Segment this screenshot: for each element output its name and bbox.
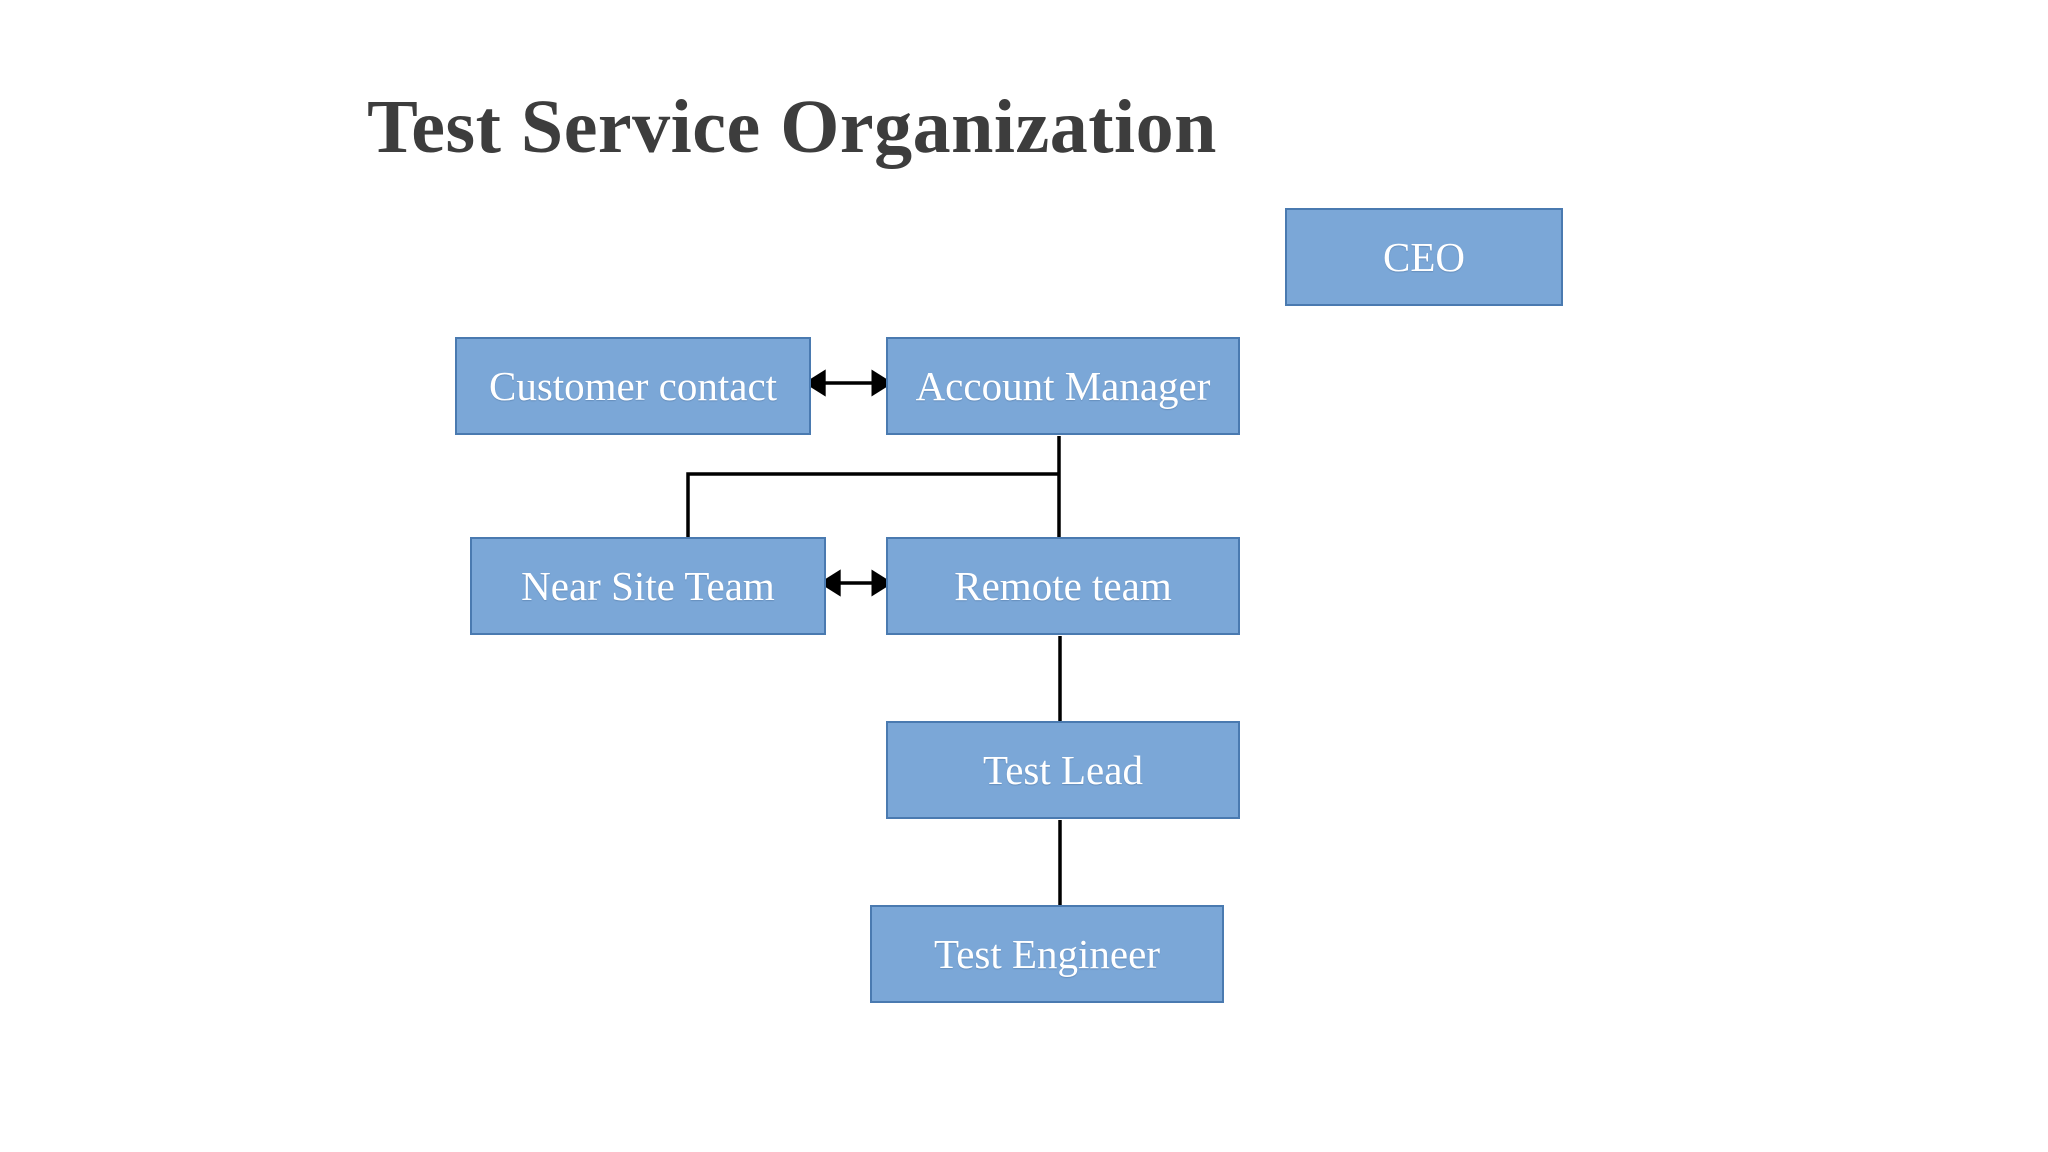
node-test-engineer[interactable]: Test Engineer bbox=[870, 905, 1224, 1003]
node-account-manager[interactable]: Account Manager bbox=[886, 337, 1240, 435]
node-test-engineer-label: Test Engineer bbox=[934, 930, 1160, 977]
page-title-text: Test Service Organization bbox=[367, 85, 1217, 169]
node-ceo[interactable]: CEO bbox=[1285, 208, 1563, 306]
node-customer-contact-label: Customer contact bbox=[488, 362, 778, 409]
node-remote-team-label: Remote team bbox=[954, 562, 1172, 609]
node-test-lead[interactable]: Test Lead bbox=[886, 721, 1240, 819]
node-customer-contact[interactable]: Customer contact bbox=[455, 337, 811, 435]
node-account-manager-label: Account Manager bbox=[915, 362, 1211, 409]
node-near-site-team[interactable]: Near Site Team bbox=[470, 537, 826, 635]
node-remote-team[interactable]: Remote team bbox=[886, 537, 1240, 635]
node-ceo-label: CEO bbox=[1383, 233, 1465, 280]
node-test-lead-label: Test Lead bbox=[983, 746, 1143, 793]
node-near-site-team-label: Near Site Team bbox=[521, 562, 775, 609]
page-title: Test Service Organization bbox=[0, 85, 2048, 169]
